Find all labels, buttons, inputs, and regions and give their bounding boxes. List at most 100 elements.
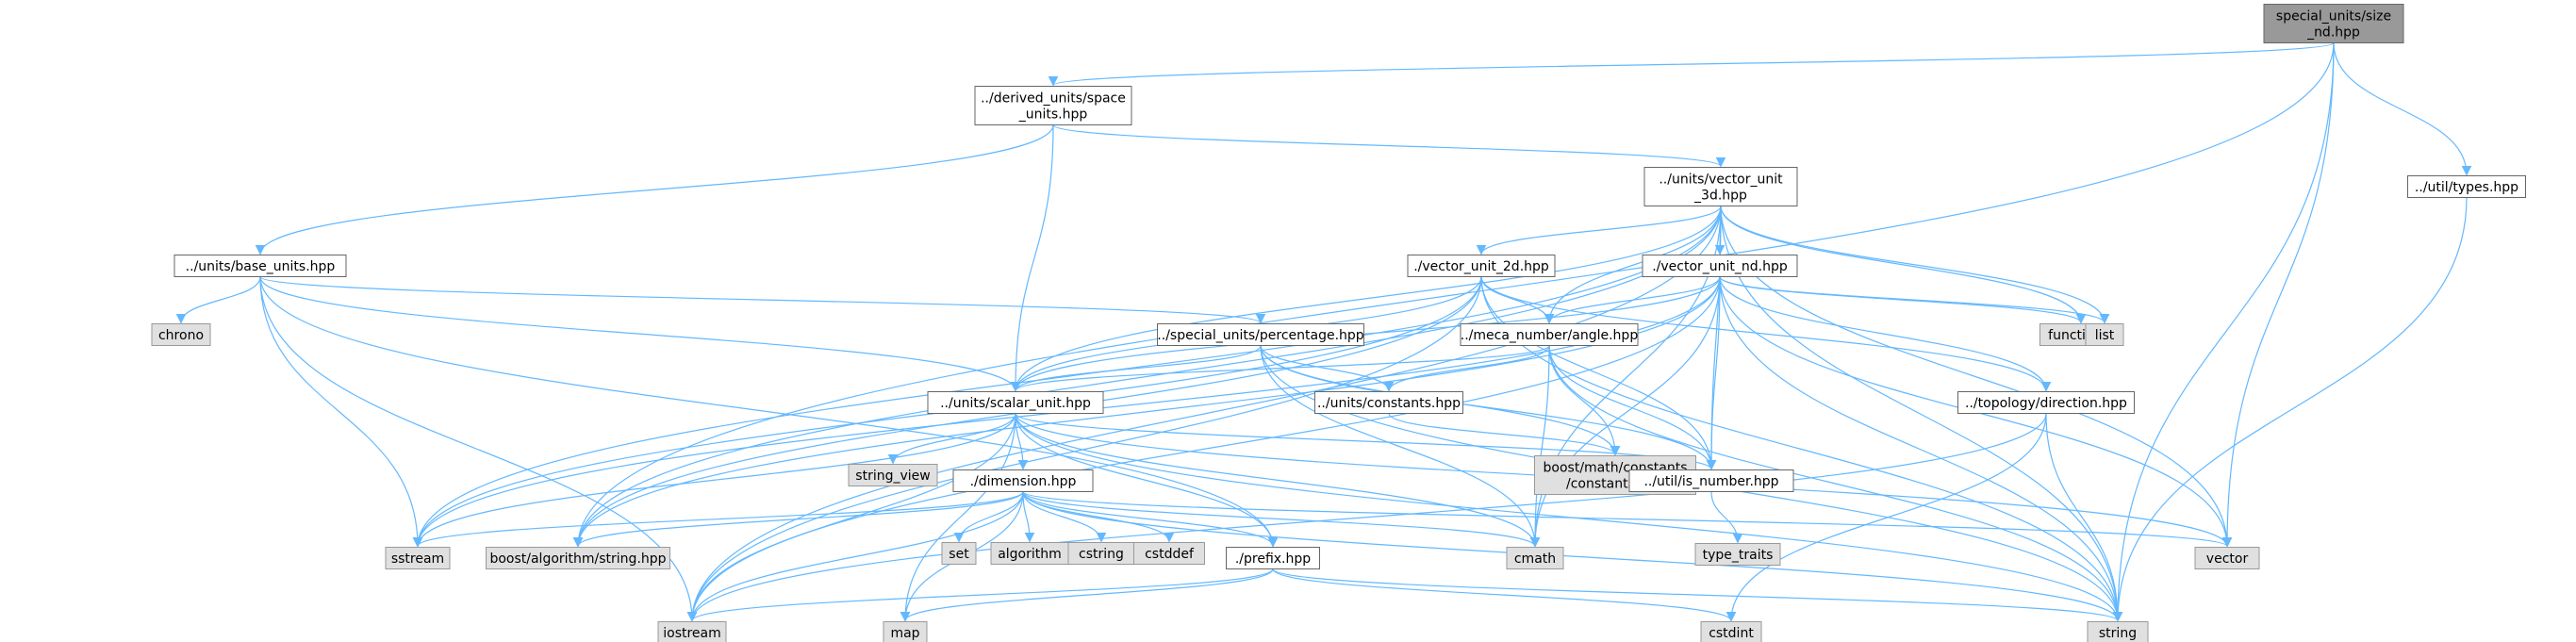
edge-dimension-to-cmath <box>1022 491 1541 548</box>
edge-vecnd-to-scalar <box>1010 276 1721 392</box>
node-angle-box <box>1460 323 1639 346</box>
edge-dimension-to-string <box>1022 491 2123 622</box>
edge-vec2d-to-angle <box>1480 276 1555 324</box>
node-base-box <box>173 255 347 277</box>
node-boostalgo: boost/algorithm/string.hpp <box>486 547 670 569</box>
node-angle[interactable]: ../meca_number/angle.hpp <box>1460 323 1639 346</box>
edge-scalar-to-map <box>900 413 1016 622</box>
edge-prefix-to-map <box>900 568 1274 622</box>
node-vector-label-0: vector <box>2206 551 2249 567</box>
node-cstring: cstring <box>1067 542 1135 565</box>
edge-direction-to-iostream <box>686 413 2047 622</box>
node-root[interactable]: special_units/size_nd.hpp <box>2263 4 2404 43</box>
edge-direction-to-string <box>2045 413 2123 622</box>
node-space-label-1: _units.hpp <box>1018 107 1088 123</box>
node-direction-box <box>1957 391 2135 414</box>
node-space[interactable]: ../derived_units/space_units.hpp <box>974 86 1132 125</box>
node-vecnd-label-0: ./vector_unit_nd.hpp <box>1652 259 1788 274</box>
edge-vecnd-to-boostalgo <box>572 276 1721 548</box>
edge-dimension-to-iostream <box>686 491 1024 622</box>
edge-vecnd-to-string <box>1719 276 2123 622</box>
node-cstdint-box <box>1700 621 1762 642</box>
node-list-box <box>2085 323 2124 346</box>
node-string-label-0: string <box>2099 626 2137 641</box>
node-types[interactable]: ../util/types.hpp <box>2407 175 2526 198</box>
node-prefix[interactable]: ./prefix.hpp <box>1226 547 1320 569</box>
node-dimension[interactable]: ./dimension.hpp <box>952 469 1094 492</box>
edge-angle-to-scalar <box>1010 344 1550 392</box>
node-uconst[interactable]: ../units/constants.hpp <box>1314 391 1463 414</box>
edge-prefix-to-cstdint <box>1272 568 1737 622</box>
node-vec3d-label-0: ../units/vector_unit <box>1659 173 1783 188</box>
node-set: set <box>941 542 977 565</box>
node-percent[interactable]: ../special_units/percentage.hpp <box>1157 323 1364 346</box>
node-vec2d[interactable]: ./vector_unit_2d.hpp <box>1407 255 1556 277</box>
node-map: map <box>883 621 928 642</box>
node-base[interactable]: ../units/base_units.hpp <box>173 255 347 277</box>
node-types-box <box>2407 175 2526 198</box>
edge-dimension-to-vector <box>1022 490 2232 548</box>
node-chrono: chrono <box>151 323 211 346</box>
edge-isnum-to-type_traits <box>1710 491 1743 544</box>
node-uconst-box <box>1314 391 1463 414</box>
edge-vec2d-to-direction <box>1480 276 2052 392</box>
edge-scalar-to-sstream <box>412 413 1016 548</box>
edge-vecnd-to-angle <box>1544 276 1721 324</box>
node-sstream: sstream <box>385 547 451 569</box>
edge-vec3d-to-list <box>1720 206 2110 324</box>
edge-scalar-to-prefix <box>1015 413 1279 548</box>
node-space-box <box>974 86 1132 125</box>
node-isnum[interactable]: ../util/is_number.hpp <box>1628 469 1794 492</box>
node-type_traits-box <box>1694 543 1781 566</box>
node-cstdint-label-0: cstdint <box>1709 626 1754 641</box>
node-string_view-box <box>848 464 938 486</box>
node-uconst-label-0: ../units/constants.hpp <box>1317 396 1461 411</box>
edge-space-to-scalar <box>1010 124 1054 392</box>
edge-vecnd-to-direction <box>1719 276 2052 392</box>
node-type_traits-label-0: type_traits <box>1703 548 1774 563</box>
node-vec3d-label-1: _3d.hpp <box>1693 189 1747 204</box>
node-prefix-label-0: ./prefix.hpp <box>1235 551 1311 567</box>
edge-vec3d-to-sstream <box>412 206 1722 548</box>
edge-dimension-to-cstring <box>1022 491 1107 543</box>
node-base-label-0: ../units/base_units.hpp <box>186 259 336 274</box>
edge-vec3d-to-vec2d <box>1476 206 1722 255</box>
node-scalar[interactable]: ../units/scalar_unit.hpp <box>927 391 1104 414</box>
edge-base-to-scalar <box>259 276 1021 392</box>
node-root-label-0: special_units/size <box>2276 9 2391 25</box>
edge-angle-to-boostconst <box>1548 345 1621 456</box>
edge-dimension-to-boostalgo <box>572 491 1024 548</box>
node-vector: vector <box>2194 547 2260 569</box>
node-algorithm: algorithm <box>990 542 1069 565</box>
edge-vec3d-to-scalar <box>1010 206 1722 392</box>
node-iostream-label-0: iostream <box>663 626 721 641</box>
node-string_view: string_view <box>848 464 938 486</box>
node-set-box <box>941 542 977 565</box>
node-isnum-label-0: ../util/is_number.hpp <box>1643 474 1778 489</box>
node-direction[interactable]: ../topology/direction.hpp <box>1957 391 2135 414</box>
edge-vecnd-to-isnum <box>1706 276 1721 470</box>
edge-base-to-prefix <box>259 276 1279 548</box>
node-chrono-box <box>151 323 211 346</box>
node-vecnd[interactable]: ./vector_unit_nd.hpp <box>1642 255 1798 277</box>
edge-vec2d-to-isnum <box>1480 276 1717 470</box>
node-list: list <box>2085 323 2124 346</box>
edge-vecnd-to-list <box>1719 275 2110 324</box>
node-types-label-0: ../util/types.hpp <box>2415 180 2518 195</box>
node-layer: special_units/size_nd.hpp ../derived_unit… <box>151 4 2526 642</box>
node-prefix-box <box>1226 547 1320 569</box>
node-set-label-0: set <box>949 547 969 562</box>
edge-dimension-to-prefix <box>1022 491 1279 548</box>
node-vec3d[interactable]: ../units/vector_unit_3d.hpp <box>1643 167 1798 206</box>
node-vecnd-box <box>1642 255 1798 277</box>
node-space-label-0: ../derived_units/space <box>981 91 1126 107</box>
edge-vec3d-to-iostream <box>686 206 1722 622</box>
edge-layer <box>175 41 2472 622</box>
edge-uconst-to-boostconst <box>1388 413 1621 456</box>
edge-scalar-to-string_view <box>887 413 1016 465</box>
edge-vecnd-to-cmath <box>1529 276 1721 548</box>
edge-vec3d-to-string <box>1720 206 2123 622</box>
edge-vecnd-to-iostream <box>686 276 1721 622</box>
node-cmath: cmath <box>1506 547 1564 569</box>
edge-base-to-chrono <box>175 276 261 324</box>
